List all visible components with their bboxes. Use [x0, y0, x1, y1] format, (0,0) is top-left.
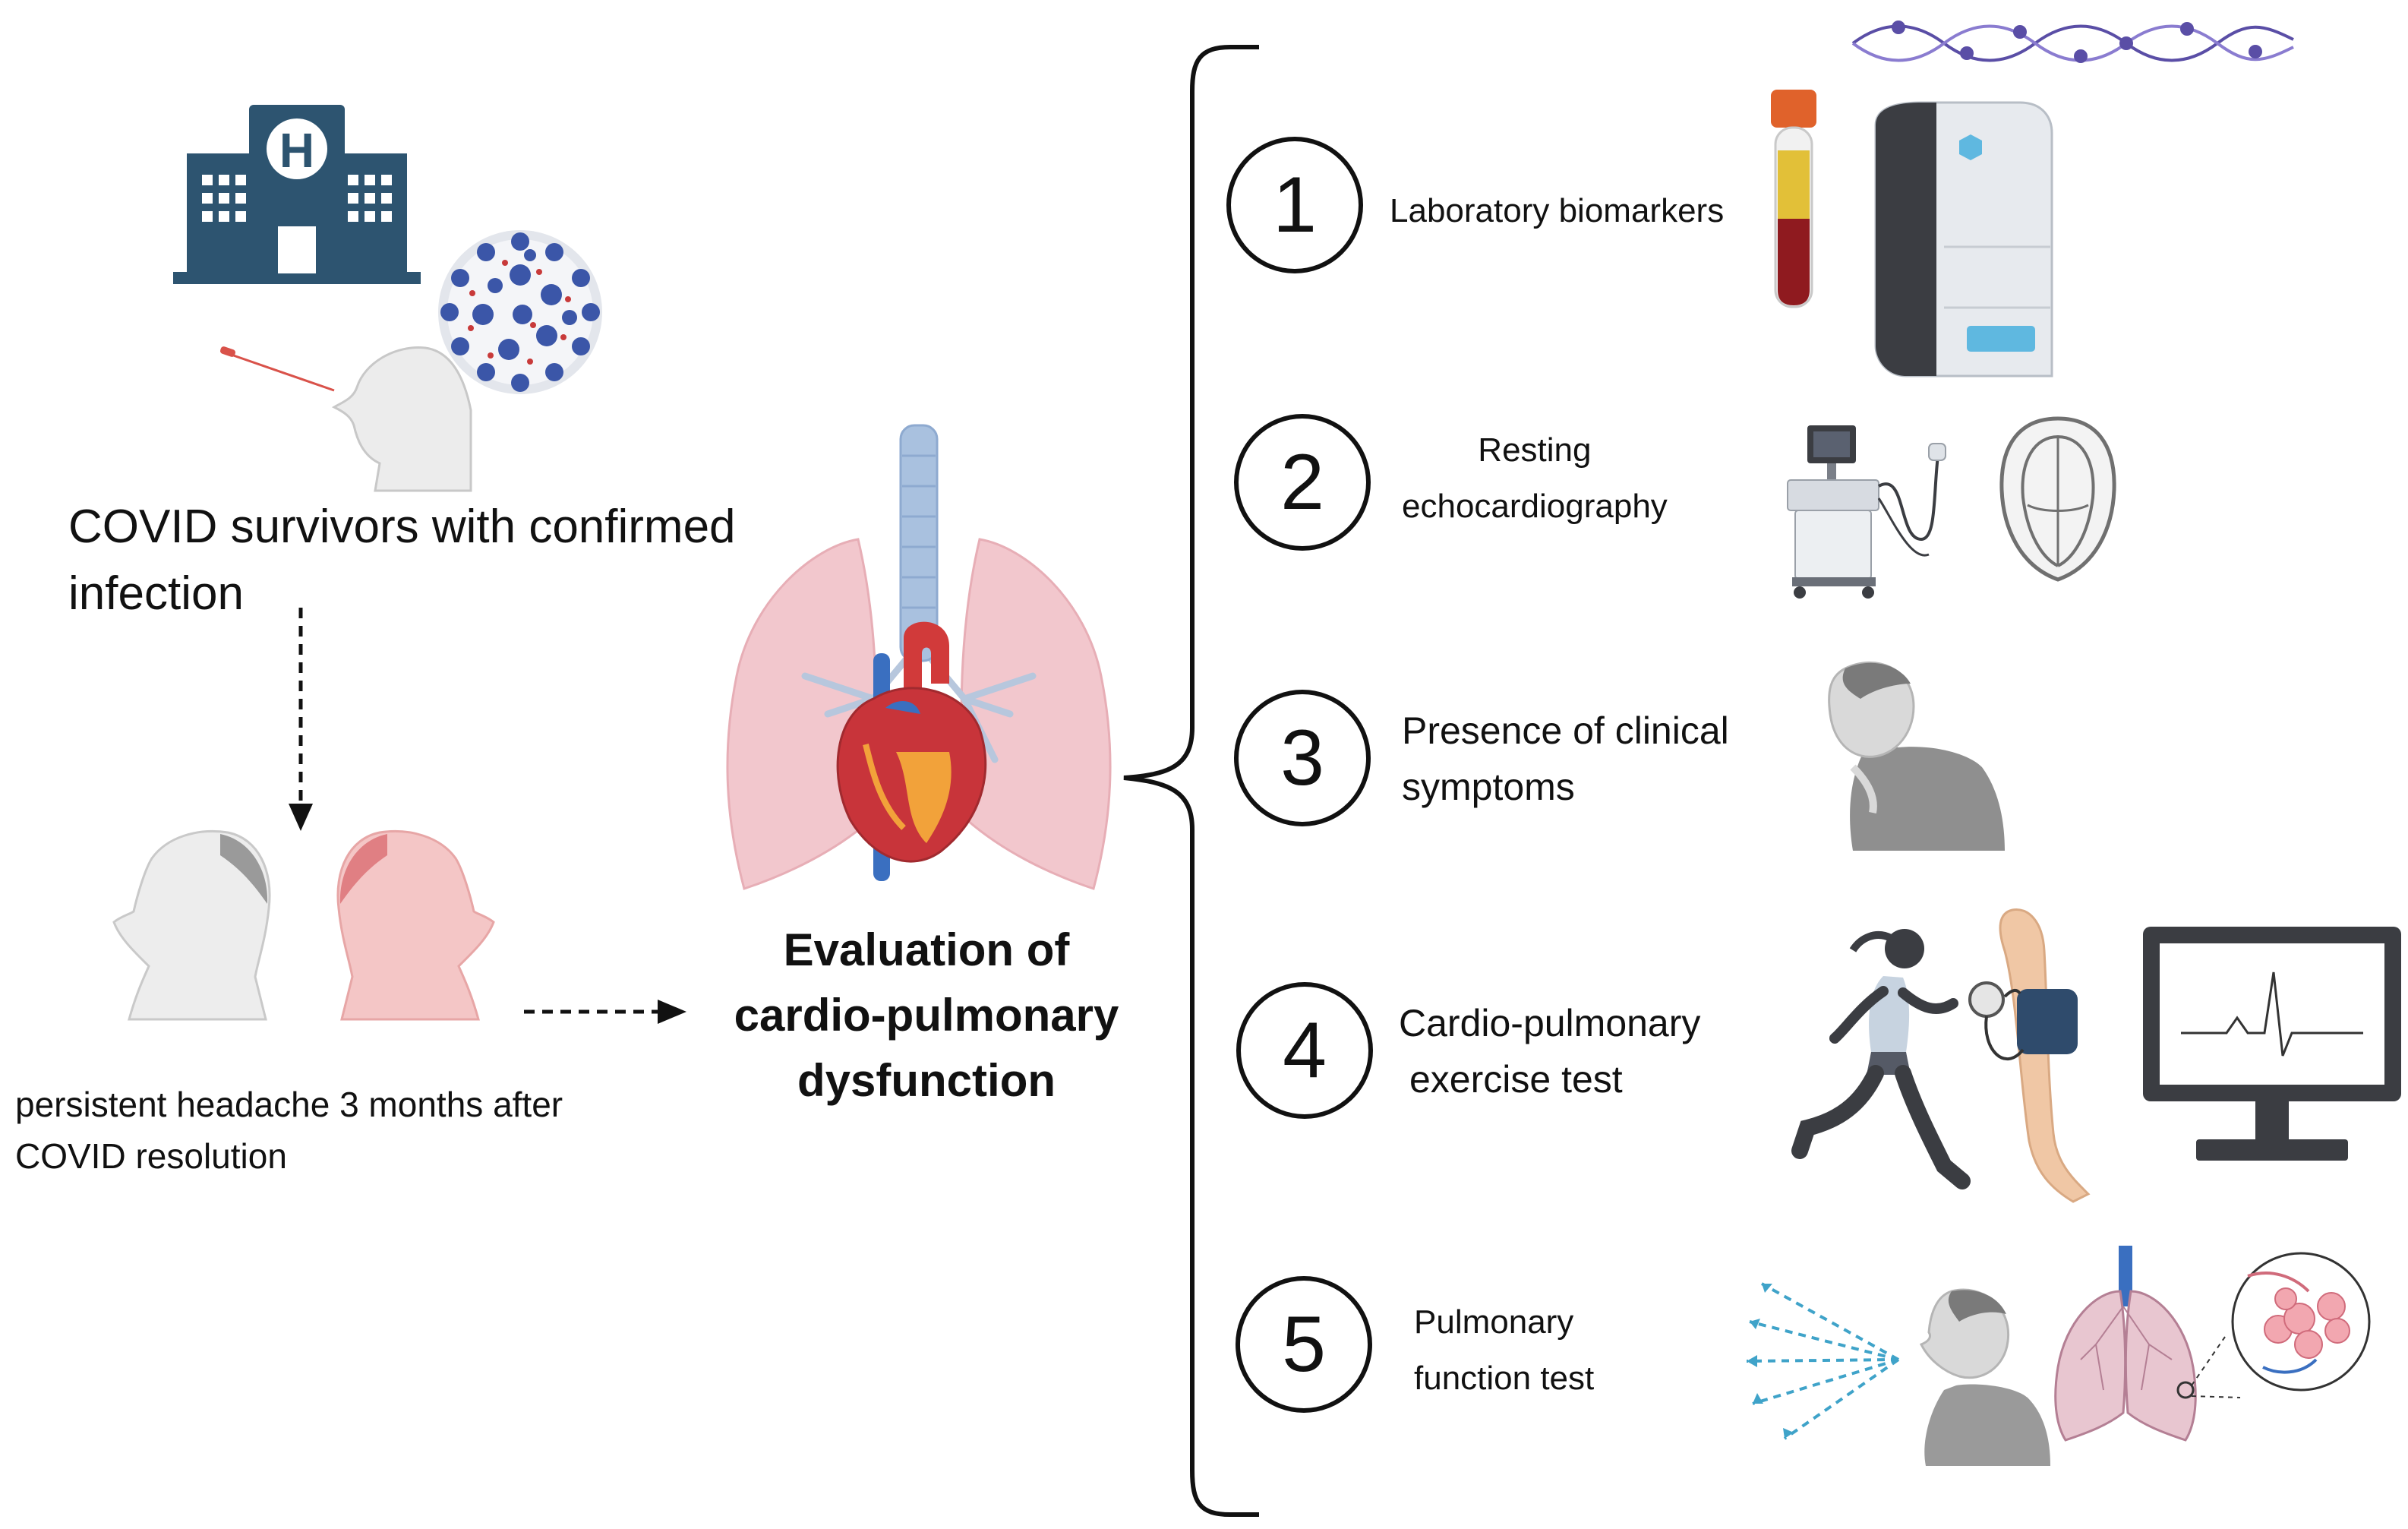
step-2-line-2: echocardiography [1402, 488, 1668, 525]
step-5-label: Pulmonary function test [1414, 1294, 1594, 1407]
step-1-line-1: Laboratory biomarkers [1390, 192, 1725, 229]
step-3-badge: 3 [1234, 690, 1371, 826]
step-3-line-1: Presence of clinical [1402, 709, 1729, 752]
lab-analyzer-icon [1874, 101, 2053, 378]
step-3-label: Presence of clinical symptoms [1402, 703, 1729, 815]
left-subtitle-line-1: persistent headache 3 months after [15, 1085, 563, 1124]
heart-echo-icon [1999, 416, 2116, 582]
step-2-label: Resting echocardiography [1402, 422, 1668, 535]
breathing-person-icon [1919, 1288, 2050, 1466]
blood-pressure-cuff-icon [1968, 908, 2091, 1203]
step-5-number: 5 [1282, 1300, 1326, 1388]
lungs-alveoli-icon [2054, 1246, 2371, 1442]
step-5-line-2: function test [1414, 1360, 1595, 1397]
right-arrow [524, 1000, 686, 1024]
ultrasound-machine-icon [1787, 425, 1946, 599]
step-1-label: Laboratory biomarkers [1390, 183, 1724, 239]
step-5-badge: 5 [1236, 1276, 1372, 1413]
left-subtitle: persistent headache 3 months after COVID… [15, 1079, 563, 1182]
step-3-number: 3 [1280, 714, 1324, 802]
left-title-line-1: COVID survivors with confirmed [68, 501, 736, 553]
runner-icon [1791, 929, 1971, 1189]
curly-brace [1123, 45, 1259, 1517]
down-arrow [289, 608, 313, 831]
left-title-line-2: infection [68, 567, 244, 620]
symptomatic-person-icon [1828, 661, 2005, 851]
hospital-icon [173, 105, 421, 284]
left-title: COVID survivors with confirmed infection [68, 494, 736, 627]
virus-icon [438, 230, 602, 394]
nasal-swab-icon [220, 346, 472, 492]
ecg-monitor-icon [2143, 927, 2401, 1161]
patient-head-red-icon [336, 830, 495, 1021]
center-title-line-3: dysfunction [797, 1055, 1056, 1106]
step-4-badge: 4 [1236, 982, 1373, 1119]
step-2-line-1: Resting [1478, 431, 1592, 469]
step-4-number: 4 [1283, 1006, 1327, 1095]
left-subtitle-line-2: COVID resolution [15, 1136, 287, 1176]
protein-chain-icon [1851, 21, 2294, 63]
center-title-line-1: Evaluation of [783, 924, 1070, 975]
hospital-letter: H [279, 123, 315, 178]
step-2-badge: 2 [1234, 414, 1371, 551]
step-5-line-1: Pulmonary [1414, 1303, 1574, 1341]
airflow-rays [1746, 1282, 1900, 1440]
step-1-number: 1 [1273, 161, 1317, 249]
center-title-line-2: cardio-pulmonary [734, 990, 1119, 1041]
step-4-line-1: Cardio-pulmonary [1399, 1002, 1701, 1044]
center-title: Evaluation of cardio-pulmonary dysfuncti… [683, 918, 1169, 1114]
step-4-line-2: exercise test [1409, 1058, 1623, 1101]
step-4-label: Cardio-pulmonary exercise test [1399, 995, 1700, 1107]
step-3-line-2: symptoms [1402, 766, 1575, 808]
patient-head-grey-icon [112, 830, 271, 1021]
step-2-number: 2 [1280, 438, 1324, 526]
heart-lungs-icon [726, 424, 1112, 890]
blood-tube-icon [1771, 90, 1816, 308]
step-1-badge: 1 [1226, 137, 1363, 273]
